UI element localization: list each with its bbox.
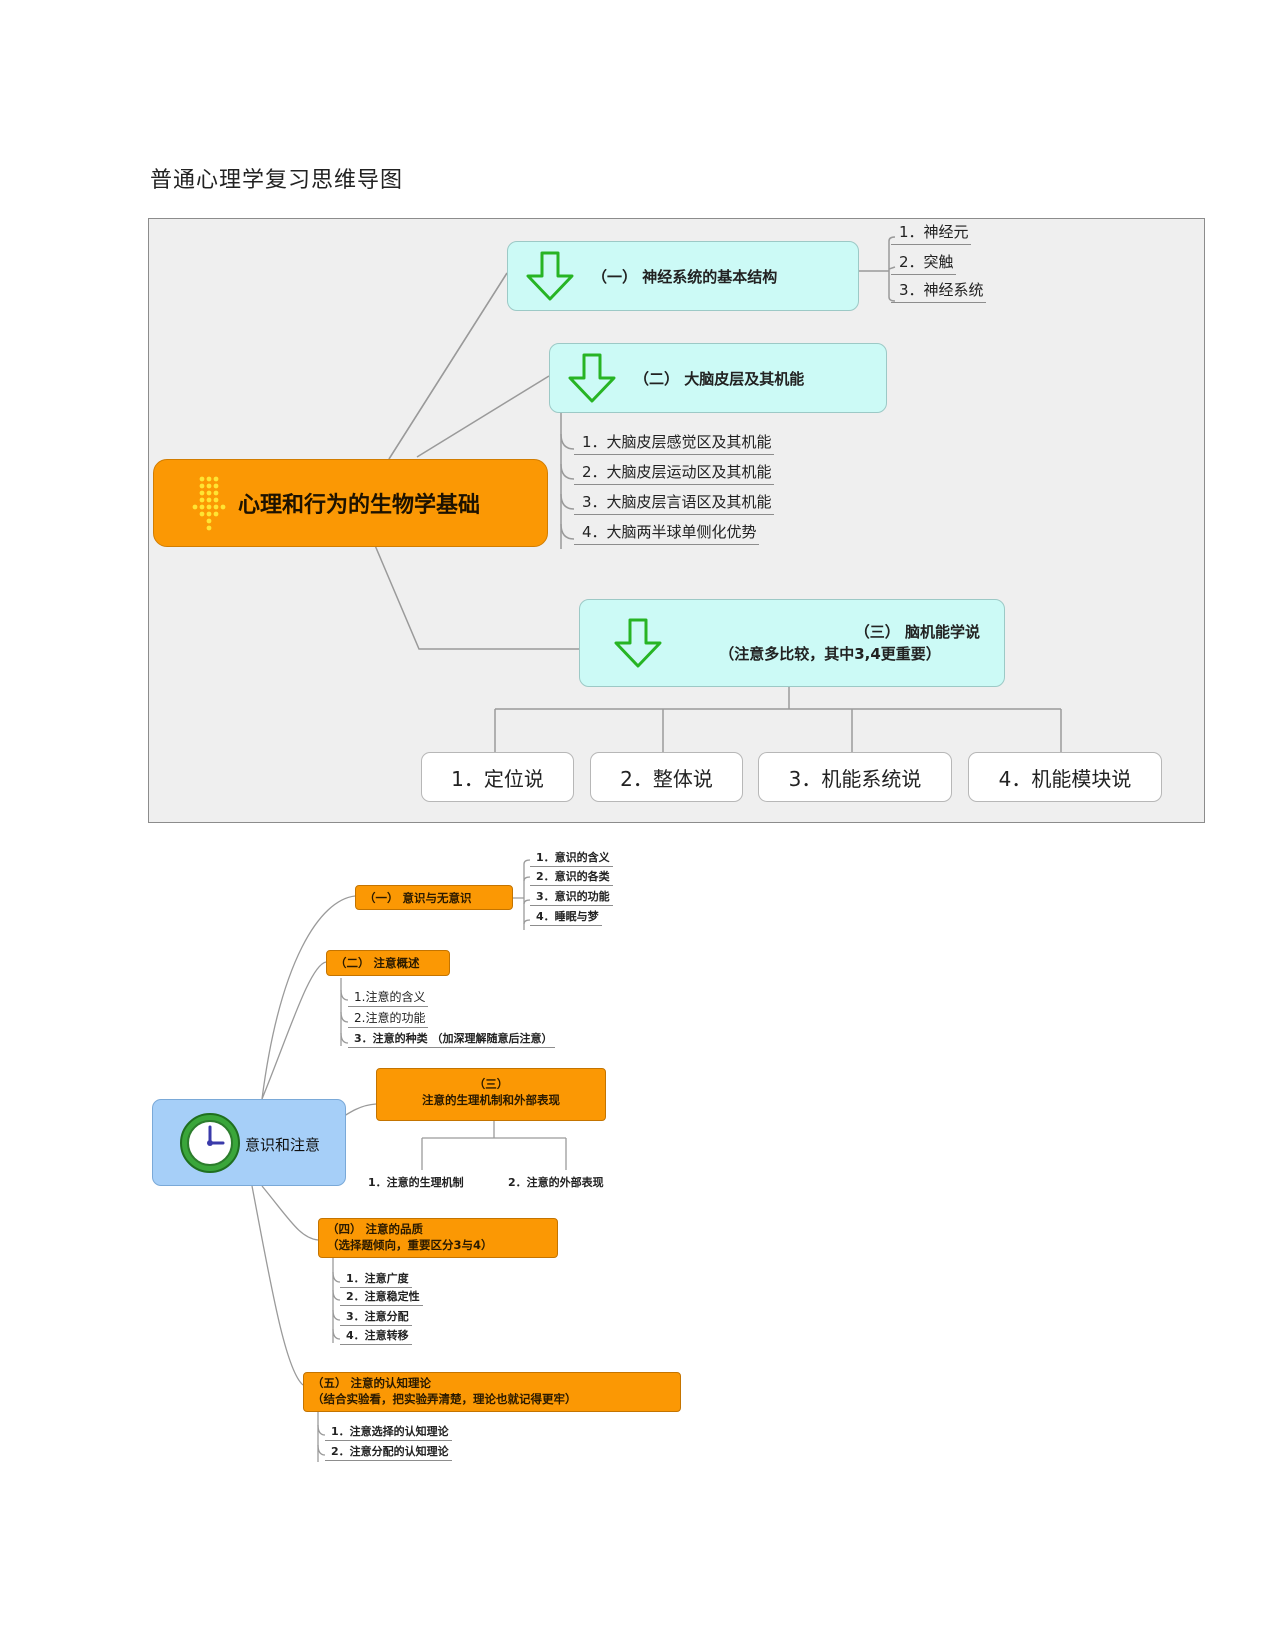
leaf-physiological-mechanism[interactable]: 1．注意的生理机制 (368, 1176, 464, 1189)
branch-title-line1: （三） 脑机能学说 (854, 623, 980, 641)
theory-localization[interactable]: 1．定位说 (421, 752, 574, 802)
down-arrow-icon (526, 251, 574, 301)
mindmap-biology-panel: 心理和行为的生物学基础 （一） 神经系统的基本结构 1．神经元 2．突触 3．神… (148, 218, 1205, 823)
theory-functional-module[interactable]: 4．机能模块说 (968, 752, 1162, 802)
branch-attention-cognitive-theory[interactable]: （五） 注意的认知理论 （结合实验看，把实验弄清楚，理论也就记得更牢） (303, 1372, 681, 1412)
branch-title-line1: （五） 注意的认知理论 (312, 1376, 432, 1390)
branch-title-line2: （选择题倾向，重要区分3与4） (327, 1237, 493, 1252)
branch-consciousness[interactable]: （一） 意识与无意识 (355, 885, 513, 910)
leaf-attention-distribution[interactable]: 3．注意分配 (340, 1308, 412, 1326)
page-title: 普通心理学复习思维导图 (150, 168, 404, 193)
root-node-biology[interactable]: 心理和行为的生物学基础 (153, 459, 548, 547)
leaf-selection-theory[interactable]: 1．注意选择的认知理论 (325, 1423, 452, 1441)
root-node-consciousness[interactable]: 意识和注意 (152, 1099, 346, 1186)
leaf-neuron[interactable]: 1．神经元 (891, 221, 971, 245)
branch-nervous-system-structure[interactable]: （一） 神经系统的基本结构 (507, 241, 859, 311)
leaf-synapse[interactable]: 2．突触 (891, 251, 956, 275)
branch-title-line2: （结合实验看，把实验弄清楚，理论也就记得更牢） (312, 1391, 577, 1406)
leaf-language-area[interactable]: 3．大脑皮层言语区及其机能 (574, 491, 774, 515)
leaf-consciousness-meaning[interactable]: 1．意识的含义 (530, 849, 613, 867)
mindmap-connectors (373, 236, 1062, 752)
leaf-attention-stability[interactable]: 2．注意稳定性 (340, 1288, 423, 1306)
leaf-attention-span[interactable]: 1．注意广度 (340, 1270, 412, 1288)
leaf-sensory-area[interactable]: 1．大脑皮层感觉区及其机能 (574, 431, 774, 455)
down-arrow-icon (614, 618, 662, 668)
branch-title-line1: （三） (473, 1077, 509, 1091)
leaf-attention-types[interactable]: 3．注意的种类 （加深理解随意后注意） (348, 1030, 556, 1048)
leaf-sleep-dream[interactable]: 4．睡眠与梦 (530, 908, 602, 926)
leaf-consciousness-function[interactable]: 3．意识的功能 (530, 888, 613, 906)
leaf-consciousness-types[interactable]: 2．意识的各类 (530, 868, 613, 886)
leaf-nervous-system[interactable]: 3．神经系统 (891, 279, 986, 303)
branch-title-line1: （四） 注意的品质 (327, 1222, 424, 1236)
branch-cerebral-cortex[interactable]: （二） 大脑皮层及其机能 (549, 343, 887, 413)
dotted-down-arrow-icon (192, 476, 226, 531)
leaf-attention-meaning[interactable]: 1.注意的含义 (348, 988, 429, 1007)
leaf-external-manifestation[interactable]: 2．注意的外部表现 (508, 1176, 604, 1189)
branch-title-line2: 注意的生理机制和外部表现 (422, 1092, 560, 1107)
clock-icon (180, 1113, 240, 1173)
branch-attention-overview[interactable]: （二） 注意概述 (326, 950, 450, 976)
branch-title: （二） 大脑皮层及其机能 (634, 369, 805, 388)
down-arrow-icon (568, 353, 616, 403)
leaf-attention-function[interactable]: 2.注意的功能 (348, 1009, 429, 1028)
branch-attention-mechanism[interactable]: （三） 注意的生理机制和外部表现 (376, 1068, 606, 1121)
theory-holistic[interactable]: 2．整体说 (590, 752, 743, 802)
leaf-distribution-theory[interactable]: 2．注意分配的认知理论 (325, 1443, 452, 1461)
root-label: 心理和行为的生物学基础 (238, 493, 481, 518)
branch-title: （一） 神经系统的基本结构 (592, 267, 778, 286)
branch-title-line2: （注意多比较，其中3,4更重要） (719, 645, 941, 663)
leaf-attention-shift[interactable]: 4．注意转移 (340, 1327, 412, 1345)
leaf-lateralization[interactable]: 4．大脑两半球单侧化优势 (574, 521, 759, 545)
branch-brain-function-theories[interactable]: （三） 脑机能学说 （注意多比较，其中3,4更重要） (579, 599, 1005, 687)
root-label: 意识和注意 (245, 1136, 321, 1154)
theory-functional-system[interactable]: 3．机能系统说 (758, 752, 952, 802)
branch-attention-quality[interactable]: （四） 注意的品质 （选择题倾向，重要区分3与4） (318, 1218, 558, 1258)
leaf-motor-area[interactable]: 2．大脑皮层运动区及其机能 (574, 461, 774, 485)
